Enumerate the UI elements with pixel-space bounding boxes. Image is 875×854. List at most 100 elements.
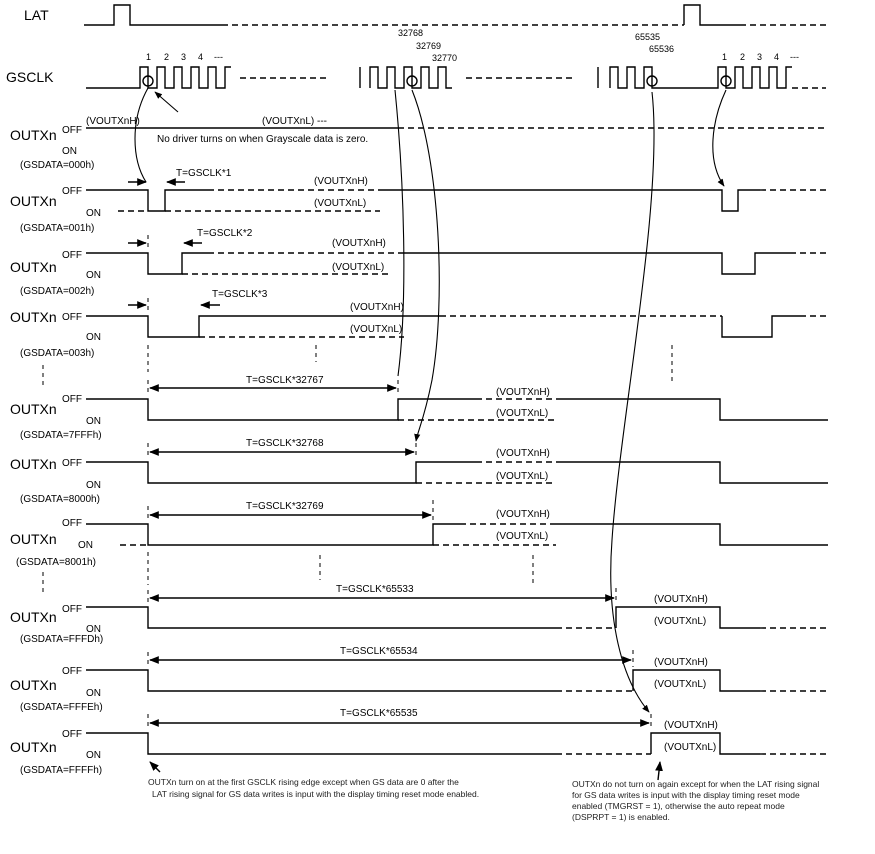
on-label: ON: [78, 540, 93, 551]
gsclk-num-32768: 32768: [398, 28, 423, 38]
outxn-row-002h: OUTXn OFF ON (GSDATA=002h) T=GSCLK*2 (VO…: [10, 228, 828, 297]
repeat-note-arrow: [655, 761, 663, 781]
period-label: T=GSCLK*2: [197, 228, 253, 239]
vh-label: (VOUTXnH): [664, 720, 718, 731]
edge-guide: [147, 380, 399, 396]
outxn-wave: [86, 461, 476, 484]
outxn-high-solid: [380, 189, 760, 212]
off-label: OFF: [62, 312, 82, 323]
outxn-label: OUTXn: [10, 609, 57, 625]
off-label: OFF: [62, 458, 82, 469]
gsclk-edge-marker-32769: [406, 75, 418, 87]
off-label: OFF: [62, 250, 82, 261]
on-label: ON: [86, 480, 101, 491]
on-label: ON: [62, 146, 77, 157]
outxn-label: OUTXn: [10, 193, 57, 209]
on-label: ON: [86, 332, 101, 343]
vl-label: (VOUTXnL) ---: [262, 116, 327, 127]
vl-label: (VOUTXnL): [496, 471, 548, 482]
curve-65536-to-row9: [610, 91, 655, 713]
period-label: T=GSCLK*32769: [246, 501, 324, 512]
outxn-wave: [86, 398, 476, 421]
vl-label: (VOUTXnL): [654, 616, 706, 627]
repeat-note-line2: for GS data writes is input with the dis…: [572, 790, 800, 800]
first-note-line1: OUTXn turn on at the first GSCLK rising …: [148, 777, 459, 787]
edge-guide: [147, 588, 617, 604]
off-label: OFF: [62, 729, 82, 740]
gsclk-num-2b: 2: [740, 52, 745, 62]
vl-label: (VOUTXnL): [350, 324, 402, 335]
gsclk-wave-end: [597, 66, 792, 89]
outxn-label: OUTXn: [10, 739, 57, 755]
on-label: ON: [86, 208, 101, 219]
period-label: T=GSCLK*1: [176, 168, 232, 179]
outxn-high-solid: [556, 523, 828, 546]
vh-label: (VOUTXnH): [496, 448, 550, 459]
outxn-label: OUTXn: [10, 259, 57, 275]
outxn-pulse: [615, 606, 760, 629]
outxn-high-solid: [556, 398, 828, 421]
gsclk-num-32770: 32770: [432, 53, 457, 63]
lat-wave-right: [683, 4, 740, 26]
off-label: OFF: [62, 518, 82, 529]
outxn-wave: [86, 732, 556, 755]
vh-label: (VOUTXnH): [496, 387, 550, 398]
vl-label: (VOUTXnL): [654, 679, 706, 690]
gsclk-num-1b: 1: [722, 52, 727, 62]
period-label: T=GSCLK*65535: [340, 708, 418, 719]
gsclk-num-4: 4: [198, 52, 203, 62]
outxn-label: OUTXn: [10, 127, 57, 143]
curve-gsclk1-to-row1: [134, 87, 149, 183]
outxn-label: OUTXn: [10, 401, 57, 417]
outxn-wave: [86, 252, 208, 275]
on-label: ON: [86, 624, 101, 635]
gsdata-label: (GSDATA=FFFFh): [20, 765, 102, 776]
outxn-row-000h: OUTXn OFF ON (GSDATA=000h) (VOUTXnH) (VO…: [10, 116, 828, 171]
outxn-row-ffffh: OUTXn OFF ON (GSDATA=FFFFh) T=GSCLK*6553…: [10, 708, 828, 776]
period-label: T=GSCLK*3: [212, 289, 268, 300]
vh-label: (VOUTXnH): [496, 509, 550, 520]
gsclk-num-3b: 3: [757, 52, 762, 62]
vh-label: (VOUTXnH): [332, 238, 386, 249]
outxn-row-8001h: OUTXn OFF ON (GSDATA=8001h) T=GSCLK*3276…: [10, 500, 828, 568]
gsclk-edge-marker-1b: [720, 75, 732, 87]
gsdata-label: (GSDATA=001h): [20, 223, 94, 234]
gsclk-signal: GSCLK 1 2 3 4 --- 32768 32769 32770 6553…: [6, 28, 826, 89]
period-label: T=GSCLK*65534: [340, 646, 418, 657]
gsdata-label: (GSDATA=FFFEh): [20, 702, 103, 713]
outxn-wave: [86, 189, 208, 212]
vh-label: (VOUTXnH): [654, 657, 708, 668]
outxn-wave: [86, 315, 440, 338]
vh-label: (VOUTXnH): [654, 594, 708, 605]
curve-gsclk1b-to-row1: [712, 89, 727, 187]
outxn-row-8000h: OUTXn OFF ON (GSDATA=8000h) T=GSCLK*3276…: [10, 438, 828, 505]
period-label: T=GSCLK*65533: [336, 584, 414, 595]
outxn-row-7fffh: OUTXn OFF ON (GSDATA=7FFFh) T=GSCLK*3276…: [10, 375, 828, 441]
lat-label: LAT: [24, 7, 49, 23]
off-label: OFF: [62, 604, 82, 615]
curve-32769-to-row5: [411, 89, 440, 442]
curve-32768-to-row3: [394, 89, 405, 377]
edge-guide: [147, 500, 434, 521]
gsdata-label: (GSDATA=8000h): [20, 494, 100, 505]
gsdata-label: (GSDATA=FFFDh): [20, 634, 103, 645]
outxn-row-003h: OUTXn OFF ON (GSDATA=003h) T=GSCLK*3 (VO…: [10, 289, 828, 359]
off-label: OFF: [62, 394, 82, 405]
gsclk-dashes-2: ---: [790, 52, 799, 62]
gsclk-label: GSCLK: [6, 69, 54, 85]
vl-label: (VOUTXnL): [314, 198, 366, 209]
lat-signal: LAT: [24, 4, 828, 26]
ellipsis-separator: [42, 345, 673, 388]
outxn-label: OUTXn: [10, 309, 57, 325]
outxn-high-solid: [721, 315, 800, 338]
gsclk-num-32769: 32769: [416, 41, 441, 51]
repeat-note-line1: OUTXn do not turn on again except for wh…: [572, 779, 819, 789]
on-label: ON: [86, 416, 101, 427]
vh-label: (VOUTXnH): [314, 176, 368, 187]
outxn-label: OUTXn: [10, 531, 57, 547]
gsdata-label: (GSDATA=000h): [20, 160, 94, 171]
off-label: OFF: [62, 125, 82, 136]
period-label: T=GSCLK*32767: [246, 375, 324, 386]
gsclk-num-3: 3: [181, 52, 186, 62]
